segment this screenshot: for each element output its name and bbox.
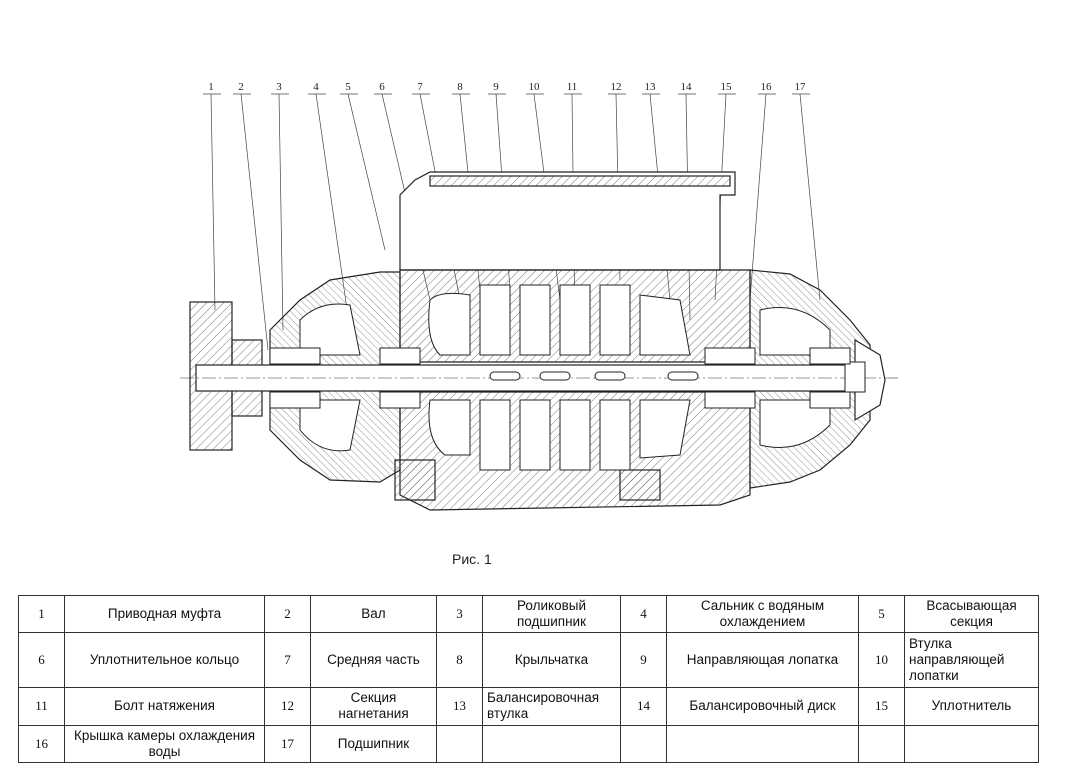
legend-number: 8 <box>436 632 483 689</box>
leader-line <box>240 93 269 351</box>
callout-number-10: 10 <box>529 81 541 93</box>
legend-number: 9 <box>620 632 667 689</box>
legend-name: Направляющая лопатка <box>666 632 859 689</box>
parts-legend-table: 1 Приводная муфта 2 Вал 3 Роликовый подш… <box>18 594 1039 763</box>
legend-row: 6 Уплотнительное кольцо 7 Средняя часть … <box>18 632 1039 689</box>
legend-number: 1 <box>18 594 65 634</box>
bearings <box>269 347 851 409</box>
legend-empty-cell <box>436 724 483 763</box>
legend-empty-cell <box>858 724 905 763</box>
legend-name: Втулка направляющей лопатки <box>904 632 1039 689</box>
callout-number-16: 16 <box>761 81 773 93</box>
legend-number: 5 <box>858 594 905 634</box>
callout-number-1: 1 <box>208 81 214 93</box>
legend-name: Болт натяжения <box>64 687 265 726</box>
legend-empty-cell <box>666 724 859 763</box>
legend-row: 1 Приводная муфта 2 Вал 3 Роликовый подш… <box>18 594 1039 634</box>
legend-row: 16 Крышка камеры охлаждения воды 17 Подш… <box>18 724 1039 763</box>
legend-number: 16 <box>18 724 65 763</box>
legend-name: Сальник с водяным охлаждением <box>666 594 859 634</box>
legend-number: 11 <box>18 687 65 726</box>
legend-name: Крыльчатка <box>482 632 621 689</box>
callout-number-11: 11 <box>567 81 578 93</box>
legend-name: Средняя часть <box>310 632 437 689</box>
leader-line <box>347 93 386 251</box>
callout-number-9: 9 <box>493 81 499 93</box>
leader-line <box>210 93 216 311</box>
legend-number: 13 <box>436 687 483 726</box>
callout-number-7: 7 <box>417 81 423 93</box>
legend-number: 7 <box>264 632 311 689</box>
legend-number: 3 <box>436 594 483 634</box>
callout-number-8: 8 <box>457 81 463 93</box>
legend-number: 10 <box>858 632 905 689</box>
legend-number: 12 <box>264 687 311 726</box>
callout-number-17: 17 <box>795 81 807 93</box>
legend-name: Приводная муфта <box>64 594 265 634</box>
legend-empty-cell <box>620 724 667 763</box>
shaft <box>180 361 900 393</box>
figure-caption: Рис. 1 <box>452 551 492 567</box>
callout-number-5: 5 <box>345 81 351 93</box>
legend-number: 6 <box>18 632 65 689</box>
legend-number: 2 <box>264 594 311 634</box>
legend-name: Уплотнитель <box>904 687 1039 726</box>
callout-number-15: 15 <box>721 81 733 93</box>
middle-section <box>399 171 736 271</box>
callout-number-13: 13 <box>645 81 657 93</box>
callout-number-14: 14 <box>681 81 693 93</box>
legend-name: Балансировочный диск <box>666 687 859 726</box>
legend-name: Балансировочная втулка <box>482 687 621 726</box>
callout-number-2: 2 <box>238 81 244 93</box>
callout-number-4: 4 <box>313 81 319 93</box>
legend-name: Крышка камеры охлаждения воды <box>64 724 265 763</box>
callout-number-6: 6 <box>379 81 385 93</box>
legend-name: Уплотнительное кольцо <box>64 632 265 689</box>
legend-number: 15 <box>858 687 905 726</box>
legend-empty-cell <box>904 724 1039 763</box>
legend-number: 14 <box>620 687 667 726</box>
legend-number: 17 <box>264 724 311 763</box>
legend-empty-cell <box>482 724 621 763</box>
legend-name: Вал <box>310 594 437 634</box>
callout-number-12: 12 <box>611 81 622 93</box>
legend-name: Подшипник <box>310 724 437 763</box>
callout-number-3: 3 <box>276 81 282 93</box>
impeller-channels <box>299 284 831 471</box>
leader-line <box>799 93 821 301</box>
legend-name: Роликовый подшипник <box>482 594 621 634</box>
legend-row: 11 Болт натяжения 12 Секция нагнетания 1… <box>18 687 1039 726</box>
legend-name: Всасывающая секция <box>904 594 1039 634</box>
legend-number: 4 <box>620 594 667 634</box>
leader-line <box>278 93 284 331</box>
leader-line <box>749 93 767 301</box>
legend-name: Секция нагнетания <box>310 687 437 726</box>
